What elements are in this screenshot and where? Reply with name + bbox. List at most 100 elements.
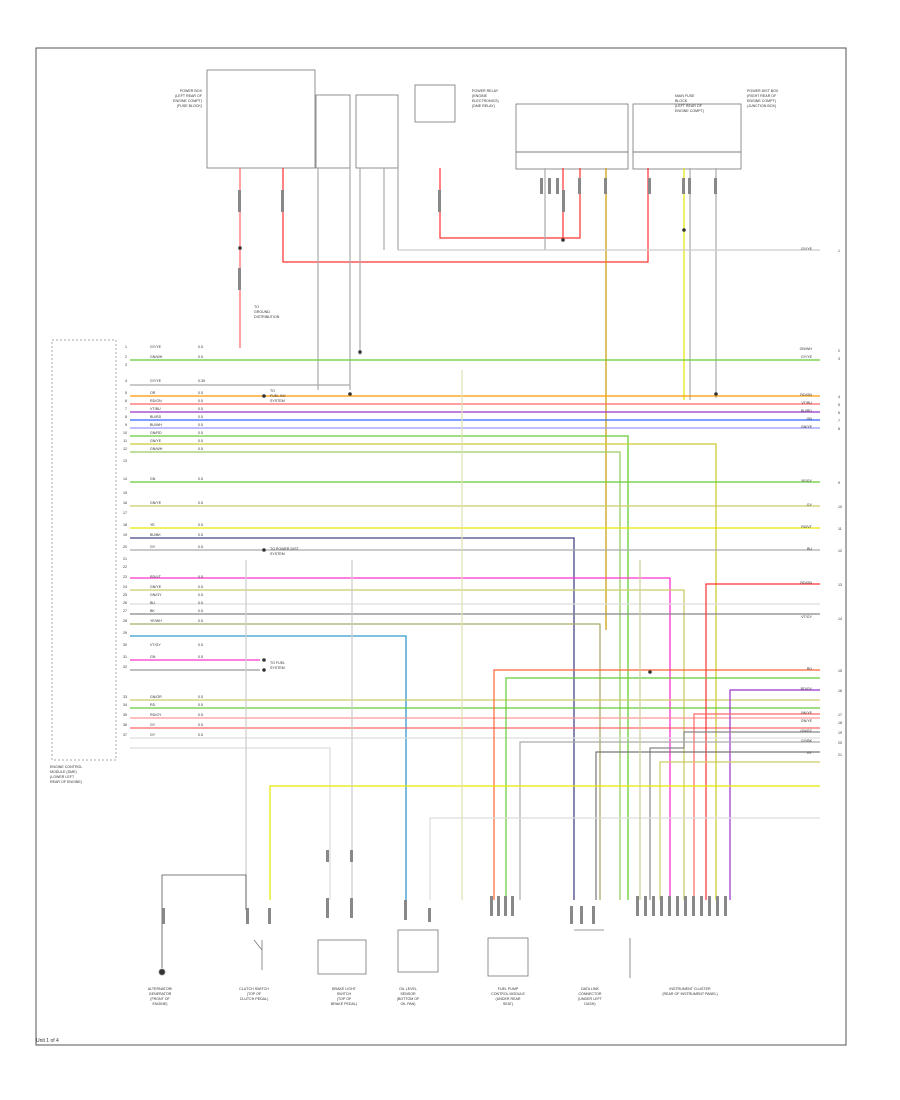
pin-number: 20 [123, 545, 127, 549]
pin-wire-color: BK [150, 609, 155, 613]
pin-wire-gauge: 0.5 [198, 619, 203, 623]
pin-wire-gauge: 0.5 [198, 585, 203, 589]
pin-wires [130, 359, 820, 900]
pin-wire-gauge: 0.5 [198, 695, 203, 699]
pin-number: 18 [123, 523, 127, 527]
right-wire-label: YE/GY [801, 479, 813, 483]
pin-number: 35 [123, 713, 127, 717]
pin-wire-gauge: 0.5 [198, 733, 203, 737]
bottom-component-label: SWITCH [337, 992, 352, 996]
right-wire-number: 5 [838, 403, 840, 407]
pin-wire-gauge: 0.5 [198, 545, 203, 549]
pin-wire-color: RD [150, 703, 156, 707]
pin-wire-gauge: 0.5 [198, 447, 203, 451]
pin-number: 7 [125, 407, 127, 411]
bottom-component-label: CONNECTOR [578, 992, 601, 996]
pin-wire-color: GN/YE [150, 439, 162, 443]
pin-wire-gauge: 0.5 [198, 723, 203, 727]
right-riser-wires [245, 370, 820, 910]
pin-number: 34 [123, 703, 127, 707]
switch-s1 [253, 939, 263, 970]
pin-wire-color: GN/GY [150, 593, 162, 597]
pin-number: 17 [123, 511, 127, 515]
ref1-note-line: FUEL INJ [270, 394, 286, 398]
bottom-component-label: CLUTCH PEDAL) [240, 997, 269, 1001]
relay1-label-line: (DME RELAY) [472, 104, 495, 108]
bottom-component-label: SEAT) [503, 1002, 513, 1006]
top-left-label-line: (LEFT REAR OF [175, 94, 203, 98]
pin-wire-gauge: 0.5 [198, 345, 203, 349]
pin-wire-gauge: 0.5 [198, 501, 203, 505]
ecm-label-line: MODULE (DME) [50, 770, 77, 774]
pin-number: 9 [125, 423, 127, 427]
bottom-component-label: (REAR OF INSTRUMENT PANEL) [662, 992, 717, 996]
pin-wire-color: RD/VT [150, 575, 162, 579]
bottom-component-label: ENGINE) [153, 1002, 168, 1006]
pin-number: 2 [125, 355, 127, 359]
pin-number: 5 [125, 391, 127, 395]
right-wire-label: BU [807, 547, 812, 551]
pin-wire-gauge: 0.35 [198, 379, 205, 383]
bottom-component-label: GENERATOR [149, 992, 172, 996]
right-wire-number: 4 [838, 395, 840, 399]
pin-wire-gauge: 0.5 [198, 523, 203, 527]
connector-pins [162, 178, 727, 924]
bottom-component-label: (UNDER LEFT [578, 997, 603, 1001]
pin-number: 28 [123, 619, 127, 623]
switch-s2 [317, 939, 367, 975]
right-wire-label: RD/GY [801, 687, 813, 691]
pin-number: 8 [125, 415, 127, 419]
pin-wire-color: GY [150, 733, 156, 737]
right-wire-label: RD [807, 667, 813, 671]
bottom-component-label: ALTERNATOR/ [148, 987, 173, 991]
right-wire-label: BK/YE [801, 711, 812, 715]
right-wire-number: 18 [838, 721, 842, 725]
top-right-label-line: (JUNCTION BOX) [747, 104, 776, 108]
pin-wire-gauge: 0.5 [198, 399, 203, 403]
pin-wire-color: GN/RD [150, 431, 162, 435]
top-left-label-line: POWER BOX [180, 89, 203, 93]
bottom-component-label: INSTRUMENT CLUSTER [669, 987, 711, 991]
page-frame [35, 47, 847, 1046]
pin-wire-gauge: 0.5 [198, 439, 203, 443]
pin-number: 19 [123, 533, 127, 537]
pin-wire-gauge: 0.5 [198, 703, 203, 707]
pin-wire-color: RD/GY [150, 713, 162, 717]
pin-number: 1 [125, 345, 127, 349]
pin-number: 30 [123, 643, 127, 647]
right-wire-number: 14 [838, 617, 842, 621]
ecm-label-line: ENGINE CONTROL [50, 765, 82, 769]
pin-wire-gauge: 0.5 [198, 431, 203, 435]
pin-wire-gauge: 0.5 [198, 391, 203, 395]
ref1-note-line: SYSTEM [270, 399, 285, 403]
right-wire-label: GN/YE [801, 719, 813, 723]
pin-number: 37 [123, 733, 127, 737]
right-wire-number: 1 [838, 249, 840, 253]
pin-wire-color: VT/BU [150, 407, 161, 411]
right-wire-label: VT/GY [801, 615, 812, 619]
pin-wire-color: BU/BK [150, 533, 161, 537]
pin-wire-color: GN/WH [150, 355, 163, 359]
right-wire-label: RD/GN [800, 581, 812, 585]
pin-wire-gauge: 0.5 [198, 609, 203, 613]
pin-wire-color: GY [150, 545, 156, 549]
ground-symbol [158, 968, 166, 976]
right-wire-label: BU/RD [801, 409, 813, 413]
pin-number: 31 [123, 655, 127, 659]
splice-dots [238, 228, 718, 674]
right-wire-number: 2 [838, 349, 840, 353]
pin-wire-color: GN/YE [150, 501, 162, 505]
ecm-label-line: REAR OF ENGINE) [50, 780, 82, 784]
relay1-label-line: (ENGINE [472, 94, 488, 98]
bottom-component-label: DATA LINK [581, 987, 599, 991]
relay2-label-line: (LEFT REAR OF [675, 104, 703, 108]
pin-number: 16 [123, 501, 127, 505]
relay-box-2 [355, 94, 399, 169]
pin-wire-gauge: 0.5 [198, 655, 203, 659]
pin-wire-color: YE/WH [150, 619, 162, 623]
top-components [206, 69, 742, 170]
bottom-components [158, 874, 631, 978]
right-wire-label: GY/YE [801, 355, 813, 359]
pin-wire-color: BU/RD [150, 415, 162, 419]
